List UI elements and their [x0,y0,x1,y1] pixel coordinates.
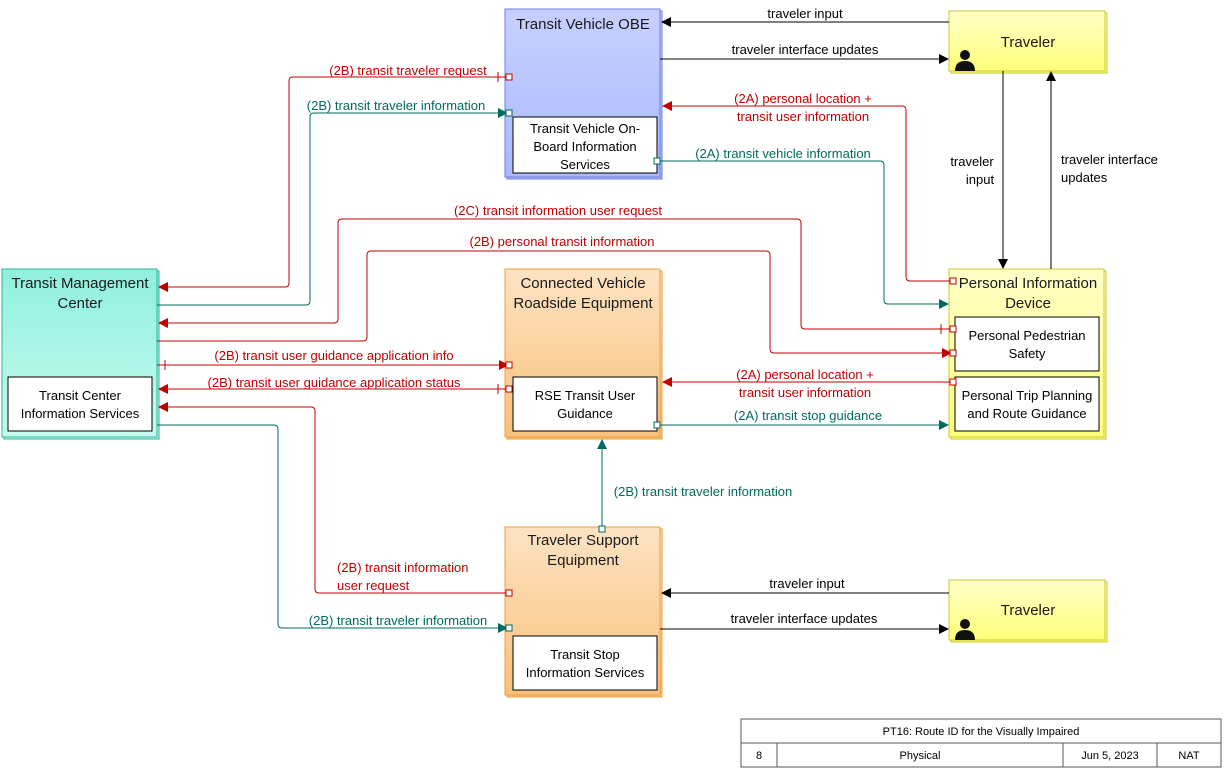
flow-label: traveler [950,154,994,169]
flow-label: traveler interface updates [732,42,879,57]
subsystem-label-line: RSE Transit User [535,388,636,403]
port-marker [598,525,606,533]
node-title-line: Connected Vehicle [520,275,645,292]
sheet-number: 8 [756,750,762,762]
port-marker [505,73,513,81]
flow-label: (2A) transit vehicle information [695,146,871,161]
node-personal-information-device[interactable]: Personal Information Device Personal Ped… [948,268,1107,440]
flow-line [157,250,952,358]
node-title-line: Transit Management [11,275,149,292]
subsystem-label-line: Personal Pedestrian [968,328,1085,343]
person-icon [955,50,975,71]
flow-label: (2B) transit user guidance application i… [214,348,453,363]
flow-line [657,160,949,309]
node-title-line: Roadside Equipment [513,295,653,312]
subsystem-label-line: Information Services [21,406,140,421]
diagram-date: Jun 5, 2023 [1081,750,1139,762]
flow-label: traveler input [769,576,845,591]
port-marker [505,361,513,369]
flow-label: (2A) personal location + [734,91,872,106]
node-connected-vehicle-roadside-equipment[interactable]: Connected Vehicle Roadside Equipment RSE… [504,268,663,440]
title-block: PT16: Route ID for the Visually Impaired… [740,718,1222,768]
flow-label: (2B) transit traveler information [309,613,487,628]
flow-label: (2A) transit stop guidance [734,408,882,423]
port-marker [653,421,661,429]
flow-label: (2C) transit information user request [454,203,662,218]
subsystem-label-line: Guidance [557,406,613,421]
port-marker [505,589,513,597]
subsystem-label-line: Information Services [526,665,645,680]
flow-line [157,108,508,306]
flow-line [158,218,953,330]
port-marker [949,325,957,333]
flow-label: traveler interface updates [731,611,878,626]
flow-label: updates [1061,170,1108,185]
port-marker [505,109,513,117]
person-icon [955,619,975,640]
subsystem-label-line: Personal Trip Planning [962,388,1093,403]
node-transit-management-center[interactable]: Transit Management Center Transit Center… [1,268,160,440]
flow-line [158,402,508,594]
flow-label: traveler input [767,6,843,21]
flow-label: input [966,172,995,187]
node-title-line: Traveler Support [527,532,639,549]
subsystem-label-line: Transit Stop [550,647,620,662]
node-title: Traveler [1001,34,1055,51]
subsystem-box [954,376,1100,432]
subsystem-label-line: Board Information [533,139,636,154]
node-title-line: Equipment [547,552,620,569]
port-marker [949,378,957,386]
flow-label: (2B) transit traveler information [307,98,485,113]
flow-label: traveler interface [1061,152,1158,167]
node-title-line: Personal Information [959,275,1097,292]
flow-label: (2B) transit user guidance application s… [208,375,461,390]
node-traveler-support-equipment[interactable]: Traveler Support Equipment Transit Stop … [504,526,663,698]
subsystem-label-line: Transit Vehicle On- [530,121,640,136]
subsystem-box [512,635,658,691]
node-title: Traveler [1001,602,1055,619]
node-title: Transit Vehicle OBE [516,16,650,33]
flow-label: (2B) transit traveler request [329,63,487,78]
node-traveler-top[interactable]: Traveler [948,10,1108,74]
flow-line [157,424,508,633]
flow-label: (2B) transit information [337,560,469,575]
port-marker [949,349,957,357]
flow-line [662,101,953,282]
flow-label: transit user information [737,109,869,124]
flow-line [158,76,508,292]
flow-label: user request [337,578,410,593]
node-title-line: Device [1005,295,1051,312]
subsystem-label-line: Transit Center [39,388,122,403]
subsystem-label-line: Safety [1009,346,1046,361]
port-marker [505,385,513,393]
node-title-line: Center [57,295,102,312]
diagram-title: PT16: Route ID for the Visually Impaired [883,726,1080,738]
view-type: Physical [900,750,941,762]
subsystem-box [7,376,153,432]
subsystem-label-line: and Route Guidance [967,406,1086,421]
subsystem-box [512,116,658,174]
port-marker [505,624,513,632]
flow-label: (2A) personal location + [736,367,874,382]
flow-label: (2B) personal transit information [470,234,655,249]
flow-label: transit user information [739,385,871,400]
subsystem-box [954,316,1100,372]
port-marker [653,157,661,165]
scope-label: NAT [1178,750,1199,762]
subsystem-box [512,376,658,432]
node-transit-vehicle-obe[interactable]: Transit Vehicle OBE Transit Vehicle On- … [504,8,663,180]
subsystem-label-line: Services [560,157,610,172]
port-marker [949,277,957,285]
flow-label: (2B) transit traveler information [614,484,792,499]
node-traveler-bottom[interactable]: Traveler [948,579,1108,643]
